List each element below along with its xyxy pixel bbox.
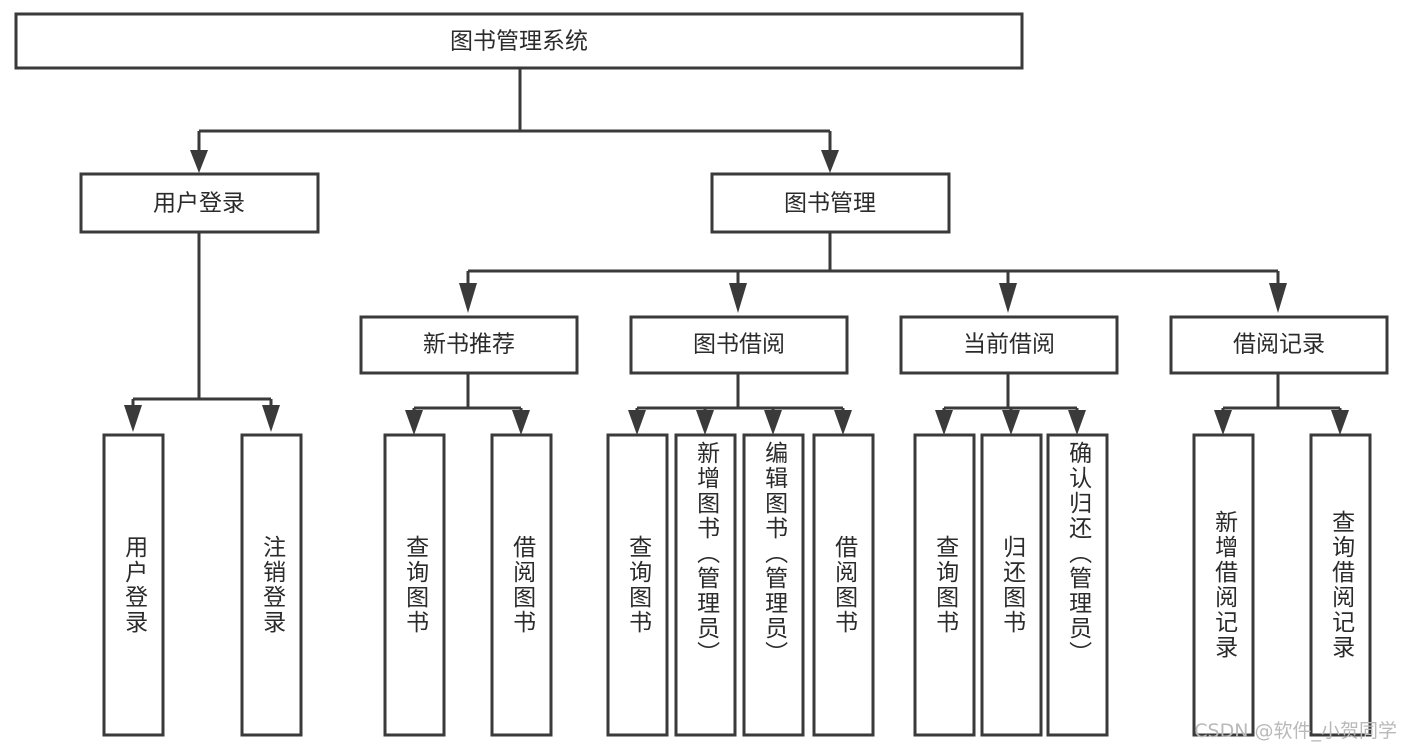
arrow-user-login [190,150,208,173]
arrow-leaf-bb-1 [628,410,646,435]
node-book-manage[interactable]: 图书管理 [710,172,951,234]
csdn-watermark: CSDN @软件_小贺同学 [1194,720,1397,742]
node-current-borrow[interactable]: 当前借阅 [899,315,1119,375]
node-book-manage-label: 图书管理 [784,191,876,217]
arrow-leaf-nb-2 [512,410,530,435]
node-borrow-book[interactable]: 图书借阅 [629,315,849,375]
arrow-leaf-user-login-2 [262,405,280,432]
node-root-box[interactable] [14,12,1024,70]
leaf-box-new-book-1[interactable] [383,433,446,737]
node-current-borrow-box[interactable] [899,315,1119,375]
node-borrow-book-label: 图书借阅 [693,332,785,358]
arrow-leaf-bb-2 [696,410,714,435]
arrow-borrow-record [1269,283,1287,313]
node-new-book[interactable]: 新书推荐 [359,315,579,375]
node-new-book-box[interactable] [359,315,579,375]
arrow-current-borrow [999,283,1017,313]
node-user-login-box[interactable] [79,172,320,234]
leaf-box-user-login-1[interactable] [102,433,165,737]
leaf-box-current-borrow-2[interactable] [980,433,1043,737]
arrow-leaf-cb-3 [1068,410,1086,435]
node-layer: 图书管理系统 用户登录 图书管理 新书推荐 图书借阅 当前 [14,12,1389,737]
arrow-leaf-nb-1 [405,410,423,435]
leaf-box-borrow-book-2[interactable] [674,433,737,737]
node-new-book-label: 新书推荐 [423,332,515,358]
node-borrow-book-box[interactable] [629,315,849,375]
node-user-login[interactable]: 用户登录 [79,172,320,234]
arrow-leaf-bb-4 [834,410,852,435]
arrow-borrow-book [729,283,747,313]
arrow-book-manage [821,150,839,173]
leaf-box-borrow-book-4[interactable] [812,433,875,737]
arrow-leaf-br-1 [1214,410,1232,435]
leaf-box-borrow-record-1[interactable] [1192,433,1255,737]
node-borrow-record[interactable]: 借阅记录 [1169,315,1389,375]
arrow-leaf-user-login-1 [124,405,142,432]
leaf-box-user-login-2[interactable] [240,433,303,737]
leaf-box-current-borrow-3[interactable] [1046,433,1109,737]
leaf-box-current-borrow-1[interactable] [913,433,976,737]
node-book-manage-box[interactable] [710,172,951,234]
connector-layer [124,68,1349,435]
node-user-login-label: 用户登录 [153,191,245,217]
node-current-borrow-label: 当前借阅 [963,332,1055,358]
arrow-leaf-bb-3 [764,410,782,435]
node-root[interactable]: 图书管理系统 [14,12,1024,70]
leaf-box-borrow-book-3[interactable] [742,433,805,737]
arrow-leaf-cb-1 [935,410,953,435]
leaf-box-borrow-record-2[interactable] [1309,433,1372,737]
node-root-label: 图书管理系统 [450,29,588,55]
arrow-leaf-br-2 [1331,410,1349,435]
leaf-box-new-book-2[interactable] [490,433,553,737]
node-borrow-record-label: 借阅记录 [1233,332,1325,358]
leaf-box-borrow-book-1[interactable] [606,433,669,737]
node-borrow-record-box[interactable] [1169,315,1389,375]
arrow-leaf-cb-2 [1002,410,1020,435]
arrow-new-book [459,283,477,313]
